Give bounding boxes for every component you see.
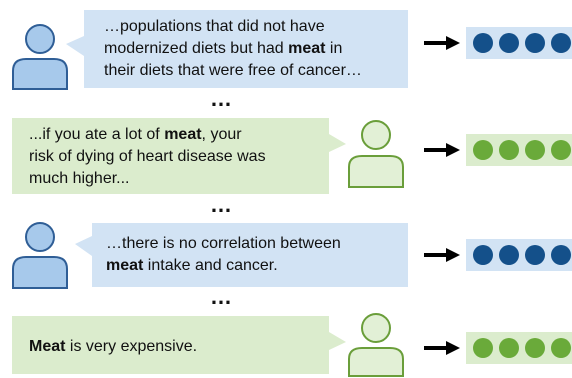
utterance-text: …there is no correlation between <box>106 235 341 252</box>
ellipsis-separator-1: … <box>210 86 234 111</box>
row-2-arrow-icon <box>424 143 460 157</box>
row-3-speech-bubble <box>75 223 408 287</box>
row-1-blue-person-icon <box>12 24 68 90</box>
row-1-speech-bubble <box>66 10 408 88</box>
utterance-text: modernized diets but had <box>104 40 289 57</box>
keyword-highlight: meat <box>288 40 326 57</box>
utterance-text: intake and cancer. <box>143 257 278 274</box>
row-1-arrow-icon <box>424 36 460 50</box>
row-4-speech-bubble <box>12 316 346 374</box>
utterance-text: , your <box>201 126 242 143</box>
row-3-utterance: …there is no correlation between meat int… <box>106 233 406 277</box>
row-4-green-person-icon <box>348 313 404 377</box>
utterance-text: their diets that were free of cancer… <box>104 62 362 79</box>
row-3-arrow-icon <box>424 248 460 262</box>
keyword-highlight: meat <box>106 257 144 274</box>
utterance-text: risk of dying of heart disease was <box>29 148 266 165</box>
keyword-highlight: Meat <box>29 338 66 355</box>
keyword-highlight: meat <box>164 126 202 143</box>
utterance-text: …populations that did not have <box>104 18 325 35</box>
row-2-vector-icon <box>466 134 572 166</box>
row-4-utterance: Meat is very expensive. <box>29 336 319 358</box>
utterance-text: ...if you ate a lot of <box>29 126 165 143</box>
row-1-vector-icon <box>466 27 572 59</box>
row-4-arrow-icon <box>424 341 460 355</box>
row-2-utterance: ...if you ate a lot of meat, your risk of… <box>29 124 319 190</box>
utterance-text: is very expensive. <box>65 338 198 355</box>
row-3-blue-person-icon <box>12 222 68 289</box>
utterance-text: in <box>325 40 343 57</box>
row-2-speech-bubble <box>12 118 346 194</box>
utterance-text: much higher... <box>29 170 130 187</box>
row-2-green-person-icon <box>348 120 404 188</box>
row-1-utterance: …populations that did not have modernized… <box>104 16 404 82</box>
ellipsis-separator-2: … <box>210 192 234 217</box>
row-4-vector-icon <box>466 332 572 364</box>
row-3-vector-icon <box>466 239 572 271</box>
ellipsis-separator-3: … <box>210 284 234 309</box>
